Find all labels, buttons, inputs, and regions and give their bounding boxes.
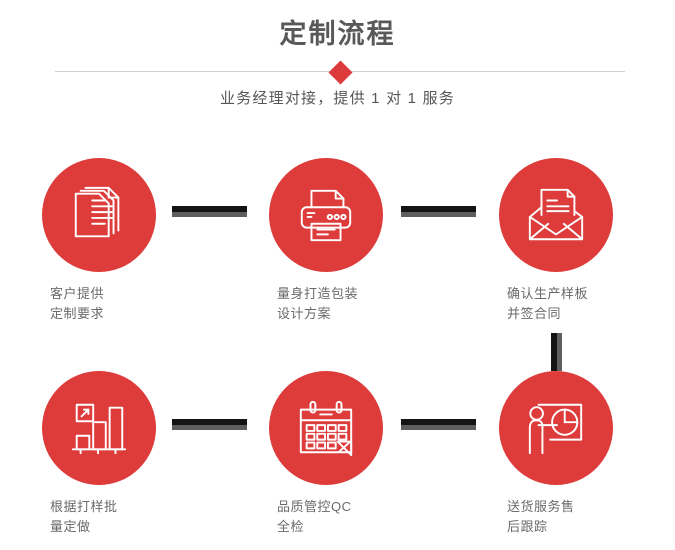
printer-icon	[300, 189, 352, 242]
step-caption: 客户提供 定制要求	[50, 286, 105, 321]
step-icon-circle	[499, 158, 613, 272]
page-subtitle: 业务经理对接，提供 1 对 1 服务	[220, 90, 455, 107]
presenter-pie-chart-icon	[528, 403, 583, 455]
connector-bar-main	[551, 333, 557, 371]
step-icon-circle	[42, 158, 156, 272]
connector-bar-shadow	[557, 333, 562, 371]
connector-bar-shadow	[172, 425, 247, 430]
connector-bar-shadow	[172, 212, 247, 217]
documents-stack-icon	[74, 186, 120, 238]
connector-step2-step3	[401, 206, 476, 217]
page-header: 定制流程 业务经理对接，提供 1 对 1 服务	[0, 0, 675, 130]
connector-bar-main	[172, 419, 247, 425]
connector-step4-step5	[172, 419, 247, 430]
step-icon-circle	[269, 371, 383, 485]
step-caption: 量身打造包装 设计方案	[277, 286, 359, 321]
calendar-check-icon	[299, 400, 353, 457]
connector-bar-main	[172, 206, 247, 212]
divider	[55, 59, 625, 85]
open-envelope-letter-icon	[528, 188, 584, 241]
connector-bar-shadow	[401, 425, 476, 430]
step-caption: 确认生产样板 并签合同	[507, 286, 589, 321]
connector-step1-step2	[172, 206, 247, 217]
connector-step3-step6	[551, 333, 562, 371]
step-caption: 根据打样批 量定做	[50, 499, 118, 534]
bar-chart-growth-icon	[71, 403, 127, 455]
step-icon-circle	[499, 371, 613, 485]
connector-bar-main	[401, 206, 476, 212]
step-caption: 品质管控QC 全检	[277, 499, 352, 534]
page-title: 定制流程	[279, 19, 396, 49]
connector-bar-shadow	[401, 212, 476, 217]
step-icon-circle	[269, 158, 383, 272]
connector-step5-step6	[401, 419, 476, 430]
step-icon-circle	[42, 371, 156, 485]
connector-bar-main	[401, 419, 476, 425]
step-caption: 送货服务售 后跟踪	[507, 499, 575, 534]
